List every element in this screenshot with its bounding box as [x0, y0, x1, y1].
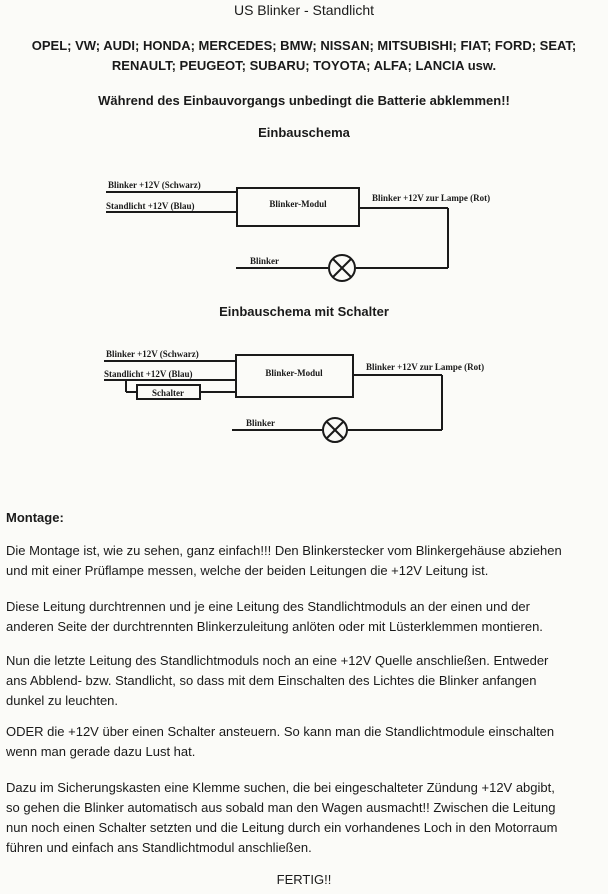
diagram-2-heading: Einbauschema mit Schalter: [219, 304, 389, 319]
battery-warning: Während des Einbauvorgangs unbedingt die…: [98, 93, 510, 108]
paragraph-line: so gehen die Blinker automatisch aus sob…: [6, 800, 556, 815]
blinker-input-label: Blinker +12V (Schwarz): [108, 180, 201, 190]
module-label: Blinker-Modul: [269, 199, 327, 209]
output-label: Blinker +12V zur Lampe (Rot): [372, 193, 490, 203]
switch-label: Schalter: [152, 388, 184, 398]
blinker-input-label: Blinker +12V (Schwarz): [106, 349, 199, 359]
paragraph-line: Die Montage ist, wie zu sehen, ganz einf…: [6, 543, 562, 558]
lamp-cross-b: [332, 258, 352, 278]
blinker-label: Blinker: [250, 256, 279, 266]
montage-paragraph-5: Dazu im Sicherungskasten eine Klemme suc…: [6, 778, 604, 858]
output-label: Blinker +12V zur Lampe (Rot): [366, 362, 484, 372]
standlicht-input-label: Standlicht +12V (Blau): [104, 369, 192, 379]
paragraph-line: nun noch einen Schalter setzten und die …: [6, 820, 558, 835]
lamp-icon: [322, 417, 348, 443]
paragraph-line: wenn man gerade dazu Lust hat.: [6, 744, 196, 759]
brand-list: OPEL; VW; AUDI; HONDA; MERCEDES; BMW; NI…: [0, 36, 608, 76]
paragraph-line: Dazu im Sicherungskasten eine Klemme suc…: [6, 780, 555, 795]
paragraph-line: führen und einfach ans Standlichtmodul a…: [6, 840, 312, 855]
paragraph-line: dunkel zu leuchten.: [6, 693, 119, 708]
paragraph-line: Nun die letzte Leitung des Standlichtmod…: [6, 653, 549, 668]
done-text: FERTIG!!: [276, 872, 332, 887]
paragraph-line: und mit einer Prüflampe messen, welche d…: [6, 563, 489, 578]
lamp-icon: [328, 254, 356, 282]
montage-paragraph-3: Nun die letzte Leitung des Standlichtmod…: [6, 651, 604, 711]
paragraph-line: ans Abblend- bzw. Standlicht, so dass mi…: [6, 673, 537, 688]
paragraph-line: ODER die +12V über einen Schalter ansteu…: [6, 724, 555, 739]
montage-paragraph-1: Die Montage ist, wie zu sehen, ganz einf…: [6, 541, 604, 581]
diagram-1-heading: Einbauschema: [258, 125, 350, 140]
module-label: Blinker-Modul: [265, 368, 323, 378]
montage-heading: Montage:: [6, 510, 64, 525]
wiring-diagram-2: Blinker +12V (Schwarz) Standlicht +12V (…: [104, 349, 484, 443]
paragraph-line: anderen Seite der durchtrennten Blinkerz…: [6, 619, 543, 634]
brand-list-line-2: RENAULT; PEUGEOT; SUBARU; TOYOTA; ALFA; …: [111, 58, 497, 73]
brand-list-line-1: OPEL; VW; AUDI; HONDA; MERCEDES; BMW; NI…: [31, 38, 577, 53]
blinker-label: Blinker: [246, 418, 275, 428]
lamp-cross-b: [326, 421, 344, 439]
standlicht-input-label: Standlicht +12V (Blau): [106, 201, 194, 211]
paragraph-line: Diese Leitung durchtrennen und je eine L…: [6, 599, 530, 614]
document-title: US Blinker - Standlicht: [233, 2, 375, 18]
montage-paragraph-2: Diese Leitung durchtrennen und je eine L…: [6, 597, 604, 637]
montage-paragraph-4: ODER die +12V über einen Schalter ansteu…: [6, 722, 604, 762]
wiring-diagram-1: Blinker +12V (Schwarz) Standlicht +12V (…: [106, 180, 490, 282]
